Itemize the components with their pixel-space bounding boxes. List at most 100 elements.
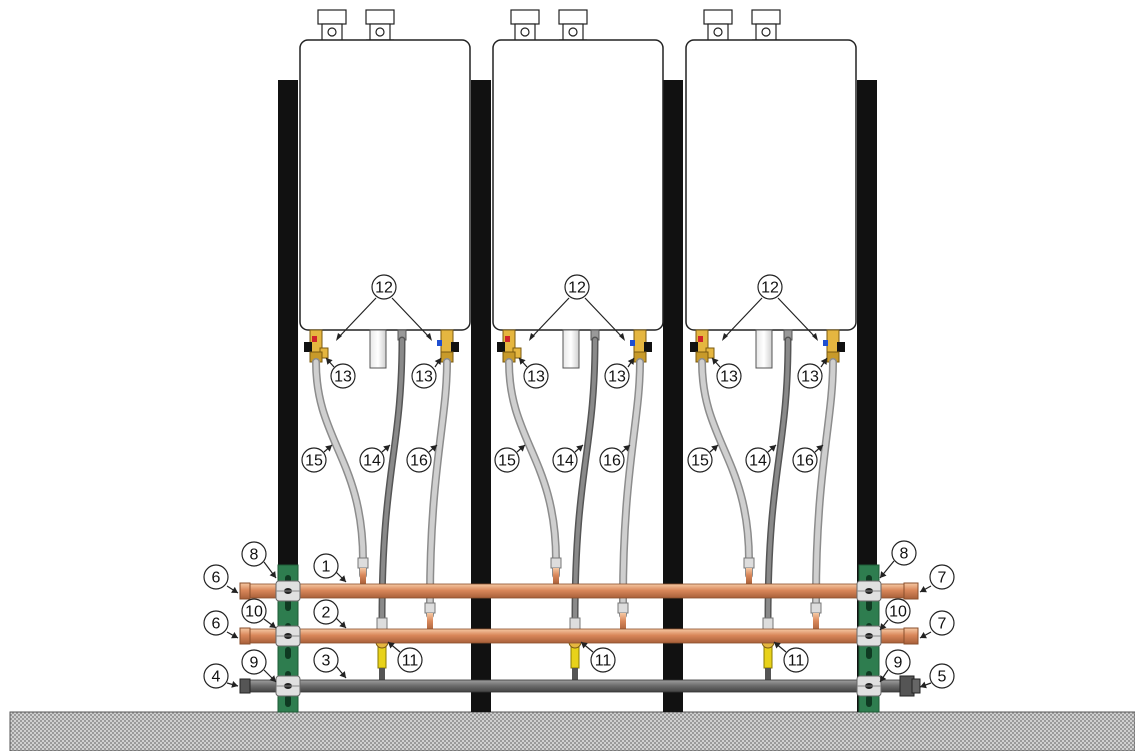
wall-strip-1 bbox=[278, 80, 298, 712]
gas-hose-nut bbox=[762, 617, 774, 631]
gas-drop bbox=[379, 668, 385, 686]
gas-pipe bbox=[241, 679, 905, 693]
callout-gas_hose: 14 bbox=[552, 444, 584, 473]
callout-circle bbox=[891, 540, 917, 566]
callout-number: 11 bbox=[595, 653, 612, 670]
callout-number: 12 bbox=[568, 280, 586, 297]
callout-circle bbox=[783, 647, 809, 673]
copper-end-cap-left bbox=[239, 627, 251, 645]
copper-end-cap-right bbox=[903, 627, 919, 645]
hose-set-1 bbox=[312, 336, 451, 686]
callout-arrowhead bbox=[339, 671, 346, 678]
callout-arrowhead bbox=[812, 333, 818, 341]
callout-hose_left: 15 bbox=[494, 444, 526, 473]
callout-number: 13 bbox=[527, 369, 545, 386]
callout-leader bbox=[723, 297, 763, 339]
pipe-clamp-icon bbox=[856, 580, 882, 602]
heater-drain-stub bbox=[562, 329, 580, 369]
callout-arrowhead bbox=[769, 445, 776, 452]
hose-right bbox=[813, 359, 836, 618]
wall-strip-4 bbox=[857, 80, 877, 712]
callout-circle bbox=[313, 599, 339, 625]
gas-hose bbox=[380, 338, 404, 622]
copper-end-cap-right bbox=[903, 582, 919, 600]
callout-valve_pair: 12 bbox=[757, 274, 783, 300]
callout-circle bbox=[929, 564, 955, 590]
vent-cap-top bbox=[703, 9, 733, 25]
callout-relief_valve: 13 bbox=[325, 357, 356, 389]
vent-cap-icon bbox=[703, 9, 733, 42]
callout-number: 15 bbox=[691, 453, 709, 470]
vent-cap-base bbox=[514, 23, 536, 42]
hose-left-nut bbox=[550, 557, 562, 569]
gas-hose bbox=[573, 338, 597, 622]
callout-circle bbox=[716, 363, 742, 389]
callout-leader bbox=[391, 297, 431, 339]
pipe-clamp-icon bbox=[856, 675, 882, 697]
callout-number: 3 bbox=[322, 653, 331, 670]
vent-cap-hole bbox=[568, 27, 578, 37]
callout-arrowhead bbox=[623, 445, 630, 452]
hose-left-stub bbox=[553, 568, 559, 584]
callout-leader bbox=[530, 297, 570, 339]
callout-hose_left: 15 bbox=[301, 444, 333, 473]
valve-blue-tag bbox=[630, 340, 635, 346]
connection-hoses bbox=[312, 336, 837, 686]
callout-number: 10 bbox=[245, 604, 263, 621]
callout-circle bbox=[687, 447, 713, 473]
callout-number: 8 bbox=[250, 547, 259, 564]
callout-circle bbox=[494, 447, 520, 473]
valve-handle bbox=[690, 342, 698, 352]
callout-arrowhead bbox=[880, 675, 887, 682]
callout-number: 16 bbox=[410, 453, 428, 470]
service-valve-left-icon bbox=[304, 329, 329, 363]
callout-arrowhead bbox=[920, 681, 927, 689]
pipe-clamp-icon bbox=[856, 625, 882, 647]
callout-circle bbox=[359, 447, 385, 473]
callout-hose_right: 16 bbox=[599, 444, 631, 473]
callout-arrowhead bbox=[774, 642, 781, 649]
callout-circle bbox=[406, 447, 432, 473]
callout-number: 13 bbox=[608, 369, 626, 386]
hose-left-stub bbox=[360, 568, 366, 584]
callout-circle bbox=[241, 598, 267, 624]
callout-circle bbox=[397, 647, 423, 673]
callout-arrowhead bbox=[430, 445, 437, 452]
callout-circle bbox=[371, 274, 397, 300]
callout-gas_valve: 11 bbox=[580, 641, 616, 673]
gas-hose-nut bbox=[376, 617, 388, 631]
callout-valve_pair: 12 bbox=[564, 274, 590, 300]
callout-arrowhead bbox=[576, 445, 583, 452]
callout-gas_hose: 14 bbox=[745, 444, 777, 473]
callout-arrowhead bbox=[326, 358, 333, 365]
service-valve-left-icon bbox=[497, 329, 522, 363]
callout-arrowhead bbox=[231, 632, 238, 639]
callout-relief_valve: 13 bbox=[711, 357, 742, 389]
callout-circle bbox=[203, 663, 229, 689]
callout-clamp_mid: 10 bbox=[879, 598, 911, 631]
callout-circle bbox=[523, 363, 549, 389]
callout-number: 13 bbox=[415, 369, 433, 386]
vent-cap-base bbox=[321, 23, 343, 42]
callout-pipe_1: 1 bbox=[313, 553, 347, 583]
vent-cap-hole bbox=[327, 27, 337, 37]
callout-number: 12 bbox=[761, 280, 779, 297]
callout-number: 13 bbox=[720, 369, 738, 386]
callout-arrowhead bbox=[880, 571, 887, 578]
gas-drop bbox=[572, 668, 578, 686]
strut-slot bbox=[285, 695, 291, 707]
callout-gas_end_right: 5 bbox=[919, 663, 955, 689]
callout-circle bbox=[313, 647, 339, 673]
hose-left bbox=[699, 359, 752, 578]
callout-arrowhead bbox=[529, 333, 535, 341]
callout-arrowhead bbox=[231, 681, 238, 688]
vent-cap-top bbox=[751, 9, 781, 25]
hose-set-3 bbox=[698, 336, 837, 686]
callout-arrowhead bbox=[619, 333, 625, 341]
callout-circle bbox=[885, 598, 911, 624]
valve-blue-tag bbox=[823, 340, 828, 346]
pipe-clamp-icon bbox=[275, 580, 301, 602]
callout-number: 11 bbox=[788, 653, 805, 670]
